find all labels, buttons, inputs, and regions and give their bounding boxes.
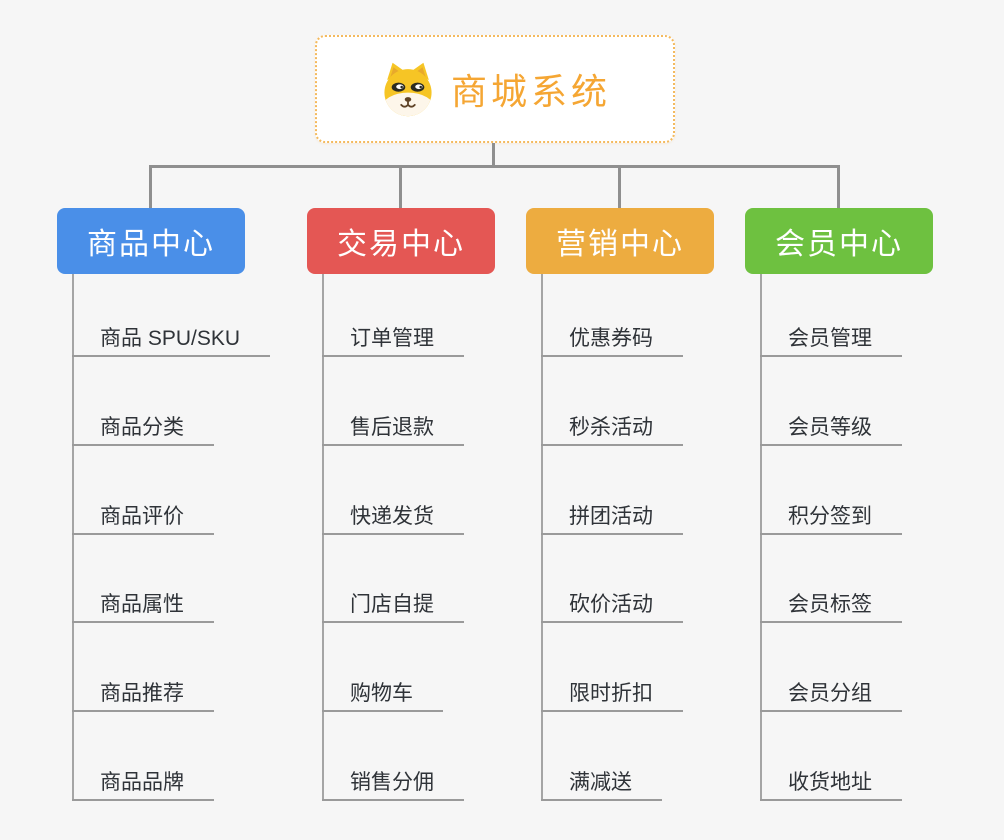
- topic-product-category[interactable]: 商品分类: [72, 412, 214, 446]
- branch-member-center: 会员中心 会员管理 会员等级 积分签到 会员标签 会员分组 收货地址: [745, 208, 933, 801]
- topic-product-review[interactable]: 商品评价: [72, 501, 214, 535]
- topic-express-shipping[interactable]: 快递发货: [322, 501, 464, 535]
- topic-product-brand[interactable]: 商品品牌: [72, 767, 214, 801]
- branch-header-marketing-center[interactable]: 营销中心: [526, 208, 714, 274]
- topic-flash-sale[interactable]: 秒杀活动: [541, 412, 683, 446]
- topic-spend-and-save[interactable]: 满减送: [541, 767, 662, 801]
- connector-drop-member: [837, 165, 840, 210]
- connector-trunk: [149, 165, 840, 168]
- branch-tree-line: [760, 274, 762, 801]
- topic-group-buying[interactable]: 拼团活动: [541, 501, 683, 535]
- topic-store-pickup[interactable]: 门店自提: [322, 589, 464, 623]
- branch-tree-line: [541, 274, 543, 801]
- topic-shopping-cart[interactable]: 购物车: [322, 678, 443, 712]
- branch-product-center: 商品中心 商品 SPU/SKU 商品分类 商品评价 商品属性 商品推荐 商品品牌: [57, 208, 271, 801]
- topic-member-management[interactable]: 会员管理: [760, 323, 902, 357]
- topic-product-spu-sku[interactable]: 商品 SPU/SKU: [72, 323, 271, 357]
- branch-header-trade-center[interactable]: 交易中心: [307, 208, 495, 274]
- branch-tree-line: [322, 274, 324, 801]
- topic-limited-time-discount[interactable]: 限时折扣: [541, 678, 683, 712]
- connector-drop-trade: [399, 165, 402, 210]
- branch-marketing-center: 营销中心 优惠券码 秒杀活动 拼团活动 砍价活动 限时折扣 满减送: [526, 208, 714, 801]
- topic-coupon-codes[interactable]: 优惠券码: [541, 323, 683, 357]
- branch-header-member-center[interactable]: 会员中心: [745, 208, 933, 274]
- topic-product-recommend[interactable]: 商品推荐: [72, 678, 214, 712]
- topic-sales-commission[interactable]: 销售分佣: [322, 767, 464, 801]
- topic-product-attribute[interactable]: 商品属性: [72, 589, 214, 623]
- topic-aftersale-refund[interactable]: 售后退款: [322, 412, 464, 446]
- shiba-dog-icon: [384, 62, 432, 117]
- connector-drop-marketing: [618, 165, 621, 210]
- branch-tree-line: [72, 274, 74, 801]
- root-topic[interactable]: 商城系统: [315, 35, 675, 143]
- topic-bargain-activity[interactable]: 砍价活动: [541, 589, 683, 623]
- topic-member-groups[interactable]: 会员分组: [760, 678, 902, 712]
- topic-order-management[interactable]: 订单管理: [322, 323, 464, 357]
- topic-member-level[interactable]: 会员等级: [760, 412, 902, 446]
- connector-drop-product: [149, 165, 152, 210]
- branch-trade-center: 交易中心 订单管理 售后退款 快递发货 门店自提 购物车 销售分佣: [307, 208, 495, 801]
- topic-member-tags[interactable]: 会员标签: [760, 589, 902, 623]
- branch-header-product-center[interactable]: 商品中心: [57, 208, 245, 274]
- connector-root-stub: [492, 143, 495, 168]
- topic-shipping-address[interactable]: 收货地址: [760, 767, 902, 801]
- root-topic-label: 商城系统: [450, 71, 611, 112]
- topic-points-checkin[interactable]: 积分签到: [760, 501, 902, 535]
